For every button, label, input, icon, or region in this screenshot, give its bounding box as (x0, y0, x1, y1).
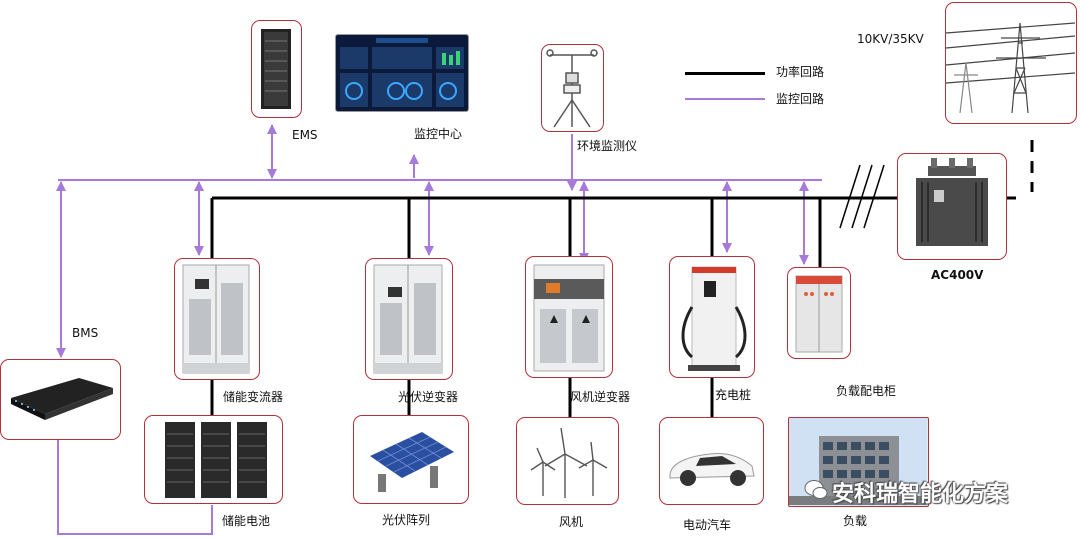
pv-array-image (353, 415, 469, 504)
monitor-center-label: 监控中心 (414, 127, 463, 141)
transformer-image (897, 153, 1007, 260)
legend-monitor-label: 监控回路 (776, 92, 825, 106)
watermark-text: 安科瑞智能化方案 (832, 482, 1009, 507)
env-monitor-image (541, 44, 604, 132)
bms-device-image (0, 359, 121, 440)
env-monitor-label: 环境监测仪 (577, 139, 638, 153)
ev-image (659, 417, 764, 505)
ems-label: EMS (292, 128, 318, 142)
pcs-image (174, 258, 260, 380)
ac400v-label: AC400V (931, 268, 984, 282)
pcs-label: 储能变流器 (223, 390, 284, 404)
pv-inverter-image (365, 258, 453, 380)
ev-label: 电动汽车 (683, 518, 732, 532)
legend-power-label: 功率回路 (776, 65, 825, 79)
load-cabinet-label: 负载配电柜 (836, 384, 897, 398)
wind-turbine-image (516, 417, 619, 505)
legend-power-line (685, 72, 765, 75)
load-cabinet-image (787, 267, 851, 359)
legend-monitor-line (685, 98, 765, 100)
wind-turbine-label: 风机 (559, 515, 584, 529)
charger-image (669, 256, 755, 378)
grid-voltage-label: 10KV/35KV (857, 32, 924, 46)
wind-inverter-image (525, 256, 613, 378)
battery-label: 储能电池 (222, 514, 271, 528)
transmission-tower-image (945, 2, 1077, 124)
charger-label: 充电桩 (715, 388, 752, 402)
load-label: 负载 (843, 514, 868, 528)
wechat-logo-icon (804, 478, 828, 502)
bms-label: BMS (72, 326, 99, 340)
pv-inverter-label: 光伏逆变器 (398, 390, 459, 404)
battery-image (144, 415, 283, 504)
monitor-lines (56, 124, 822, 535)
wind-inverter-label: 风机逆变器 (570, 390, 631, 404)
ems-server-image (251, 20, 302, 118)
pv-array-label: 光伏阵列 (382, 513, 431, 527)
monitor-center-image (335, 34, 469, 112)
